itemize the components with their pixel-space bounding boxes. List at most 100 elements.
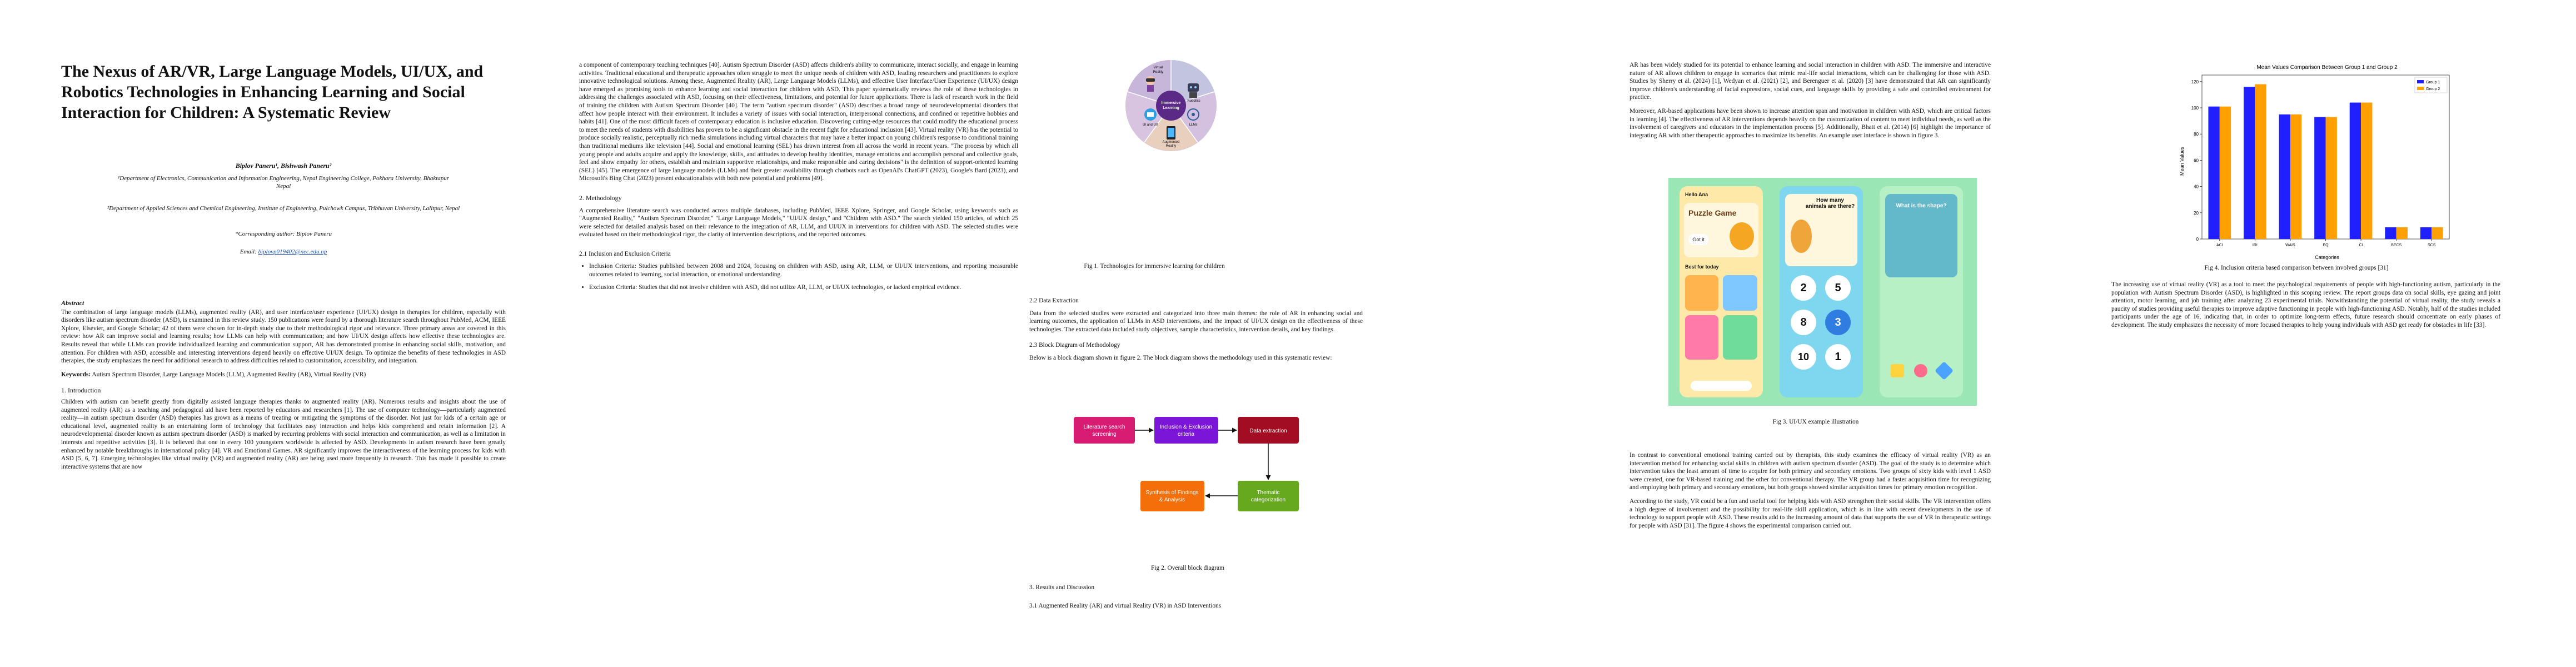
y-tick-label: 80 [2194, 132, 2199, 137]
game-tile-2[interactable] [1723, 275, 1757, 311]
page3-right-column: The increasing use of virtual reality (V… [2111, 281, 2500, 335]
email-link[interactable]: biplovp019402@nec.edu.np [258, 248, 327, 255]
box-thematic-label-1: Thematic [1257, 490, 1279, 496]
ui-screen-shapes: What is the shape? [1880, 186, 1963, 397]
corresponding-author: *Corresponding author: Biplov Paneru [235, 231, 332, 237]
screen1-section: Best for today [1685, 264, 1719, 270]
page-2: a component of contemporary teaching tec… [562, 0, 1624, 667]
number-choice[interactable]: 10 [1791, 344, 1816, 370]
x-tick-label: CI [2359, 243, 2363, 247]
bar-group-1 [2208, 106, 2220, 239]
abstract-text: The combination of large language models… [61, 308, 506, 365]
page-3: AR has been widely studied for its poten… [1624, 0, 2576, 667]
x-tick-label: ACI [2216, 243, 2223, 247]
page2-right-column: 2.2 Data Extraction Data from the select… [1029, 297, 1363, 368]
bar-group-1 [2385, 227, 2396, 239]
llms-label: LLMs [1189, 123, 1198, 127]
page3-left-bottom: In contrast to conventional emotional tr… [1630, 451, 1991, 535]
ar-paragraph-2: Moreover, AR-based applications have bee… [1630, 107, 1991, 139]
y-tick-label: 120 [2191, 79, 2199, 84]
email-line: Email: biplovp019402@nec.edu.np [61, 248, 506, 256]
figure-2: Literature search screening Inclusion & … [1068, 411, 1302, 545]
giraffe-icon [1730, 222, 1754, 250]
methodology-flow-diagram: Literature search screening Inclusion & … [1074, 417, 1299, 511]
figure-4: Mean Values Comparison Between Group 1 a… [2177, 61, 2455, 264]
x-tick-label: IRI [2253, 243, 2258, 247]
got-it-button[interactable]: Got it [1688, 234, 1708, 245]
x-tick-label: EQ [2323, 243, 2329, 247]
data-extraction-text: Data from the selected studies were extr… [1029, 310, 1363, 333]
abstract-block: Abstract The combination of large langua… [61, 299, 506, 476]
screen1-greeting: Hello Ana [1685, 192, 1708, 197]
bar-group-2 [2255, 84, 2266, 239]
chart-title: Mean Values Comparison Between Group 1 a… [2256, 64, 2398, 71]
y-tick-label: 60 [2194, 158, 2199, 163]
ar-label-2: Reality [1166, 145, 1176, 148]
game-tile-3[interactable] [1685, 315, 1718, 360]
box-thematic-categorization [1238, 481, 1299, 511]
bar-group-1 [2314, 117, 2326, 239]
vr-label-1: Virtual [1154, 66, 1163, 69]
chart-legend-box [2414, 77, 2448, 93]
inclusion-heading: 2.1 Inclusion and Exclusion Criteria [579, 250, 671, 257]
vr-label-2: Reality [1153, 71, 1163, 74]
figure-1-caption: Fig 1. Technologies for immersive learni… [1084, 263, 1225, 270]
bar-group-2 [2396, 227, 2408, 239]
box-synthesis [1140, 481, 1204, 511]
results-subheading: 3.1 Augmented Reality (AR) and virtual R… [1029, 602, 1222, 609]
screen1-title: Puzzle Game [1688, 208, 1737, 217]
game-tile-4[interactable] [1723, 315, 1757, 360]
shape-card [1885, 194, 1957, 277]
bar-group-1 [2279, 114, 2290, 239]
number-choice[interactable]: 5 [1825, 275, 1851, 301]
square-shape-icon[interactable] [1891, 364, 1904, 377]
y-tick-label: 40 [2194, 185, 2199, 190]
circle-shape-icon[interactable] [1914, 364, 1927, 377]
chart-y-axis-label: Mean Values [2179, 147, 2185, 176]
affiliation-2: ²Department of Applied Sciences and Chem… [107, 205, 460, 212]
block-diagram-intro: Below is a block diagram shown in figure… [1029, 354, 1332, 361]
bar-group-2 [2361, 102, 2373, 239]
y-tick-label: 0 [2196, 237, 2199, 242]
number-choice[interactable]: 1 [1825, 344, 1851, 370]
x-tick-label: WAIS [2285, 243, 2295, 247]
paragraph-intro-continued: a component of contemporary teaching tec… [579, 62, 1018, 182]
wheel-center-label-2: Learning [1163, 106, 1179, 110]
bar-group-1 [2349, 102, 2361, 239]
legend-swatch [2417, 87, 2424, 90]
game-tile-1[interactable] [1685, 275, 1718, 311]
paper-title: The Nexus of AR/VR, Large Language Model… [61, 62, 484, 122]
bar-group-2 [2219, 106, 2231, 239]
number-choices: 2 5 8 3 10 1 [1791, 275, 1852, 375]
x-tick-label: BECS [2391, 243, 2401, 247]
vr-scoping-paragraph: The increasing use of virtual reality (V… [2111, 281, 2500, 328]
bar-group-2 [2431, 227, 2443, 239]
number-choice[interactable]: 2 [1791, 275, 1816, 301]
vr-headset-icon [1146, 76, 1155, 92]
intro-text: Children with autism can benefit greatly… [61, 398, 506, 470]
uiux-label: UI and UX [1143, 123, 1158, 127]
box-thematic-label-2: categorization [1251, 497, 1285, 503]
ar-paragraph-1: AR has been widely studied for its poten… [1630, 62, 1991, 101]
bottom-nav-1[interactable] [1691, 381, 1752, 391]
page2-left-column: a component of contemporary teaching tec… [579, 61, 1018, 296]
figure-4-caption: Fig 4. Inclusion criteria based comparis… [2204, 265, 2389, 271]
box-literature-label-2: screening [1092, 431, 1116, 437]
wheel-center-label-1: Immersive [1162, 101, 1181, 105]
number-choice-selected[interactable]: 3 [1825, 310, 1851, 335]
email-label: Email: [240, 248, 257, 255]
abstract-heading: Abstract [61, 299, 84, 307]
legend-label: Group 1 [2426, 81, 2440, 84]
diamond-shape-icon[interactable] [1935, 361, 1954, 380]
ar-label-1: Augmented [1163, 141, 1180, 144]
chart-x-axis-label: Categories [2315, 255, 2339, 260]
box-synthesis-label-1: Synthesis of Findings [1145, 490, 1198, 496]
keywords: Keywords: Autism Spectrum Disorder, Larg… [61, 371, 506, 379]
shape-question: What is the shape? [1896, 203, 1947, 209]
keywords-label: Keywords: [61, 371, 91, 378]
phone-ar-icon [1167, 126, 1175, 140]
legend-label: Group 2 [2426, 87, 2440, 91]
box-inclusion-label-1: Inclusion & Exclusion [1160, 424, 1213, 430]
box-literature-label-1: Literature search [1083, 424, 1125, 430]
number-choice[interactable]: 8 [1791, 310, 1816, 335]
